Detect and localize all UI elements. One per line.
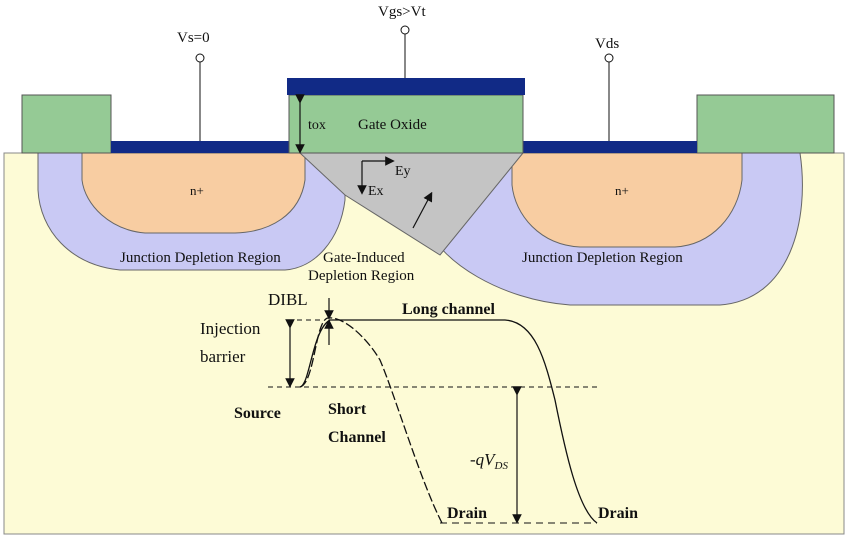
- source-terminal-label: Vs=0: [177, 30, 210, 46]
- junction-depletion-label-left: Junction Depletion Region: [120, 250, 281, 266]
- n-plus-label-left: n+: [190, 183, 204, 198]
- drain-label-left: Drain: [447, 505, 487, 522]
- gate-induced-label-line2: Depletion Region: [308, 268, 415, 284]
- injection-label-line1: Injection: [200, 319, 261, 338]
- short-channel-curve: [299, 317, 443, 524]
- drain-label-right: Drain: [598, 505, 638, 522]
- drain-terminal-icon: [604, 53, 614, 63]
- n-plus-label-right: n+: [615, 183, 629, 198]
- dibl-label: DIBL: [268, 290, 308, 309]
- source-label: Source: [234, 405, 281, 422]
- long-channel-curve: [299, 319, 598, 524]
- qvds-label-subscript: DS: [494, 460, 509, 472]
- ey-label: Ey: [395, 164, 411, 179]
- gate-terminal-label: Vgs>Vt: [378, 4, 426, 20]
- field-oxide-left: [21, 94, 112, 154]
- n-plus-region-left: [81, 152, 306, 234]
- gate-induced-pointer: [412, 191, 433, 229]
- source-terminal-icon: [195, 53, 205, 63]
- ex-label: Ex: [368, 184, 384, 199]
- qvds-label: -qVDS: [470, 450, 508, 472]
- gate-oxide-label: Gate Oxide: [358, 117, 427, 133]
- gate-oxide: [288, 94, 524, 154]
- gate-induced-label-line1: Gate-Induced: [323, 250, 405, 266]
- gate-terminal-icon: [400, 25, 410, 35]
- injection-label-line2: barrier: [200, 347, 246, 366]
- qvds-label-main: -qV: [470, 450, 497, 469]
- short-channel-label-line1: Short: [328, 401, 367, 418]
- source-contact: [111, 141, 289, 153]
- drain-contact: [523, 141, 697, 153]
- tox-label: tox: [308, 118, 326, 133]
- short-channel-label-line2: Channel: [328, 429, 386, 446]
- gate-metal: [287, 78, 525, 95]
- long-channel-label: Long channel: [402, 301, 495, 318]
- n-plus-region-right: [511, 152, 743, 248]
- junction-depletion-label-right: Junction Depletion Region: [522, 250, 683, 266]
- field-oxide-right: [696, 94, 835, 154]
- drain-terminal-label: Vds: [595, 36, 619, 52]
